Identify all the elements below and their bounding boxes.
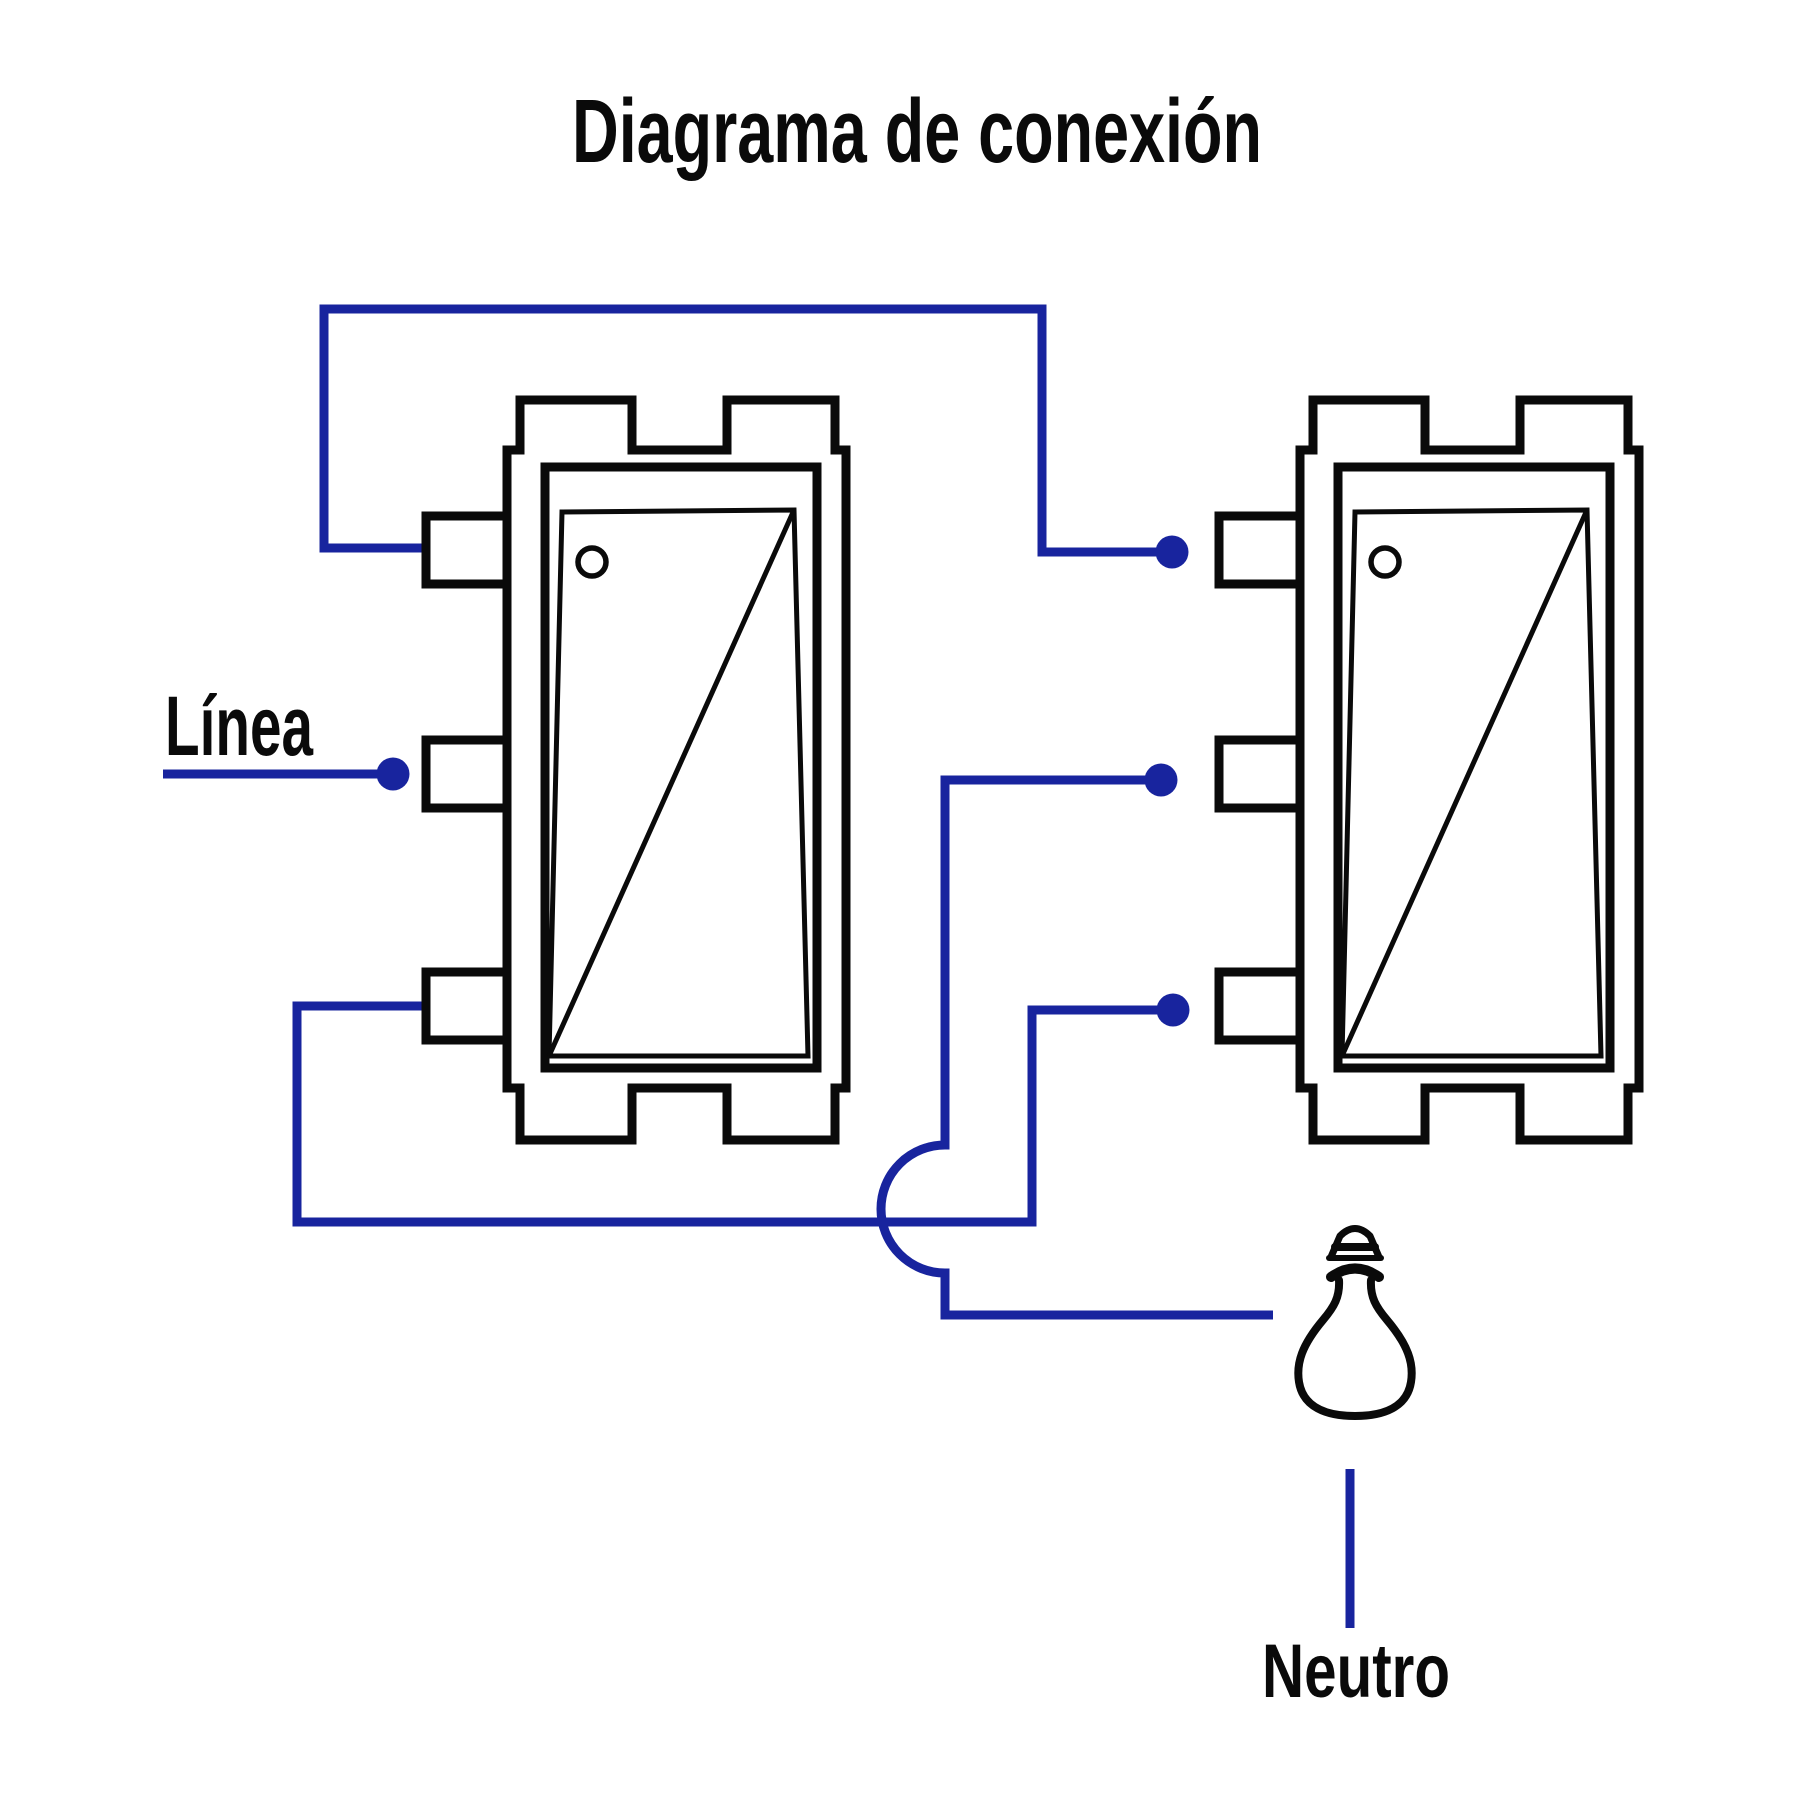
wiring <box>163 304 1355 1628</box>
label-linea: Línea <box>165 679 314 773</box>
label-neutro: Neutro <box>1262 1629 1450 1714</box>
junction-dot-linea <box>376 757 410 791</box>
bulb-glass <box>1294 1276 1416 1420</box>
junction-dots <box>376 535 1190 1027</box>
wire-common-to-lamp <box>876 775 1273 1320</box>
switch-left <box>426 400 846 1140</box>
junction-dot-traveler-top <box>1155 535 1189 569</box>
page-title: Diagrama de conexión <box>572 82 1262 182</box>
junction-dot-traveler-bottom <box>1156 993 1190 1027</box>
bulb-cap <box>1327 1225 1383 1261</box>
labels: Línea Neutro <box>165 679 1450 1714</box>
bulb-collar <box>1326 1263 1384 1282</box>
header: Diagrama de conexión <box>572 82 1262 182</box>
wire-traveler-top <box>319 304 1170 557</box>
light-bulb-icon <box>1294 1225 1416 1420</box>
switch-right <box>1219 400 1639 1140</box>
wire-traveler-bottom <box>292 1001 1173 1227</box>
junction-dot-common <box>1144 763 1178 797</box>
